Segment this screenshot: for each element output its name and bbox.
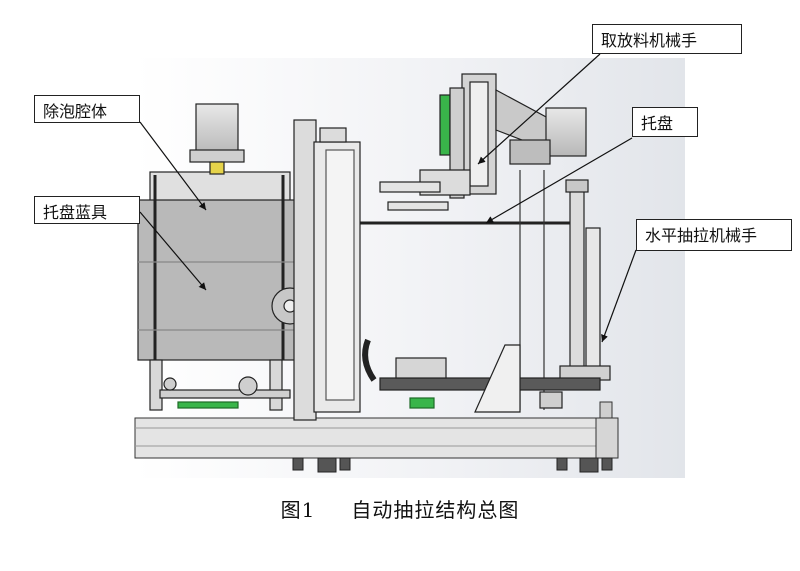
leader-tray (485, 137, 633, 224)
defoaming-chamber-body (137, 103, 309, 411)
leader-pick-place (477, 53, 601, 165)
door-column (293, 119, 361, 421)
leader-horizontal-pull (601, 249, 637, 343)
figure-title: 自动抽拉结构总图 (351, 498, 520, 522)
figure-caption: 图1 自动抽拉结构总图 (0, 494, 800, 523)
base-frame (134, 401, 619, 459)
label-pick-place-manipulator: 取放料机械手 (592, 24, 742, 54)
leader-lines (139, 53, 637, 343)
label-horizontal-pull-manipulator: 水平抽拉机械手 (636, 219, 792, 251)
figure-number: 图1 (280, 498, 316, 522)
label-tray: 托盘 (632, 107, 698, 137)
leveling-feet (292, 457, 613, 473)
label-defoaming-chamber: 除泡腔体 (34, 95, 140, 123)
leader-tray-basket (139, 211, 207, 291)
leader-defoaming-chamber (139, 121, 207, 211)
label-tray-basket: 托盘蓝具 (34, 196, 140, 224)
lower-conveyor (362, 338, 601, 413)
horizontal-pull-manipulator-body (559, 179, 611, 385)
